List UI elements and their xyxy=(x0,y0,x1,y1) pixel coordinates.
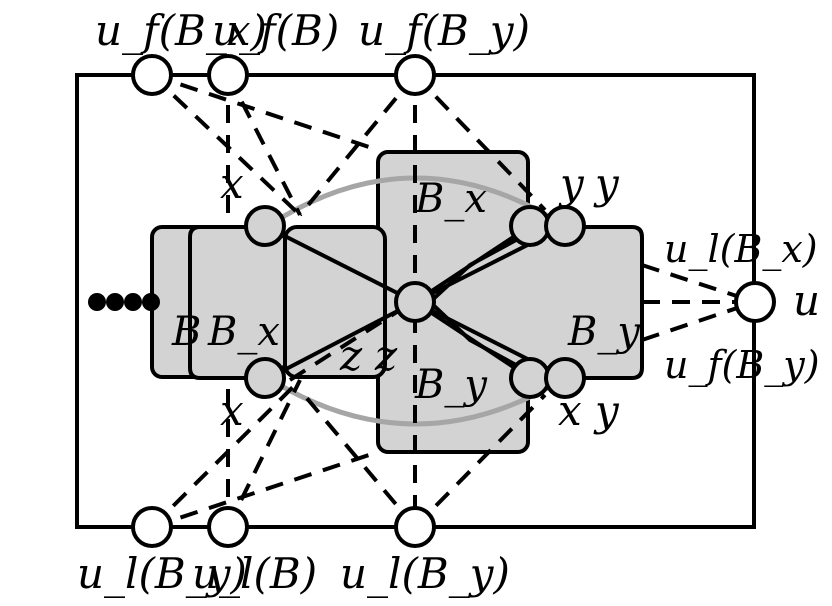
label-bx-left: B_x xyxy=(207,309,280,355)
node-y-top-1 xyxy=(509,205,551,247)
edge-x-center xyxy=(264,224,416,304)
label-ul-bx-right: u_l(B_x) xyxy=(664,227,818,272)
node-ul-by-left xyxy=(131,506,173,548)
label-ul-b: u_l(B) xyxy=(192,549,317,598)
label-uf-b: u_f(B) xyxy=(212,6,339,55)
label-z-2: z xyxy=(374,331,398,380)
dash-ulby2-y xyxy=(413,393,547,529)
dash-ufby-y xyxy=(413,73,547,212)
node-center xyxy=(394,281,436,323)
label-x-lower-right: x xyxy=(558,386,582,435)
label-by-right: B_y xyxy=(567,309,641,355)
label-z-1: z xyxy=(339,331,363,380)
edge-x-center-2 xyxy=(264,300,416,382)
dash-ufb-x2 xyxy=(226,74,302,216)
label-x-lower: x xyxy=(220,386,244,435)
node-x-bottom xyxy=(244,357,286,399)
node-uf-by xyxy=(394,54,436,96)
dash-z xyxy=(288,308,402,382)
dash-ufby-x xyxy=(298,73,417,217)
ellipsis-dot-1 xyxy=(88,293,106,311)
node-ul-by-mid xyxy=(394,506,436,548)
label-uf-by-right: u_f(B_y) xyxy=(664,343,820,388)
node-x-top xyxy=(244,205,286,247)
edge-center-y xyxy=(413,224,532,304)
dash-ulb-x2 xyxy=(226,379,302,528)
dash-ufbx-mid xyxy=(151,73,379,152)
label-ul-by-mid: u_l(B_y) xyxy=(340,549,510,598)
node-ul-b xyxy=(207,506,249,548)
label-ul-by-left: u_l(B_y) xyxy=(77,549,247,598)
node-u xyxy=(734,281,776,323)
label-u: u xyxy=(793,276,820,325)
node-y-bot-1 xyxy=(509,357,551,399)
label-y-lower-right: y xyxy=(593,386,620,435)
label-b-partial: B xyxy=(171,309,201,355)
node-y-top-2 xyxy=(544,205,586,247)
label-y-upper-1: y xyxy=(558,159,585,208)
node-y-bot-2 xyxy=(544,357,586,399)
label-bx-top: B_x xyxy=(414,176,487,222)
label-uf-bx: u_f(B_x) xyxy=(95,6,267,55)
ellipsis-dot-3 xyxy=(124,293,142,311)
block-middle-fill xyxy=(283,225,387,379)
ellipsis-dot-2 xyxy=(106,293,124,311)
dash-ulby-mid xyxy=(151,450,379,529)
label-by-bottom: B_y xyxy=(414,362,488,408)
label-x-upper: x xyxy=(220,159,244,208)
label-uf-by-top: u_f(B_y) xyxy=(358,6,530,55)
edge-center-yb xyxy=(413,300,532,380)
label-y-upper-2: y xyxy=(593,159,620,208)
node-uf-bx xyxy=(131,54,173,96)
node-uf-b xyxy=(207,54,249,96)
ellipsis-dot-4 xyxy=(142,293,160,311)
